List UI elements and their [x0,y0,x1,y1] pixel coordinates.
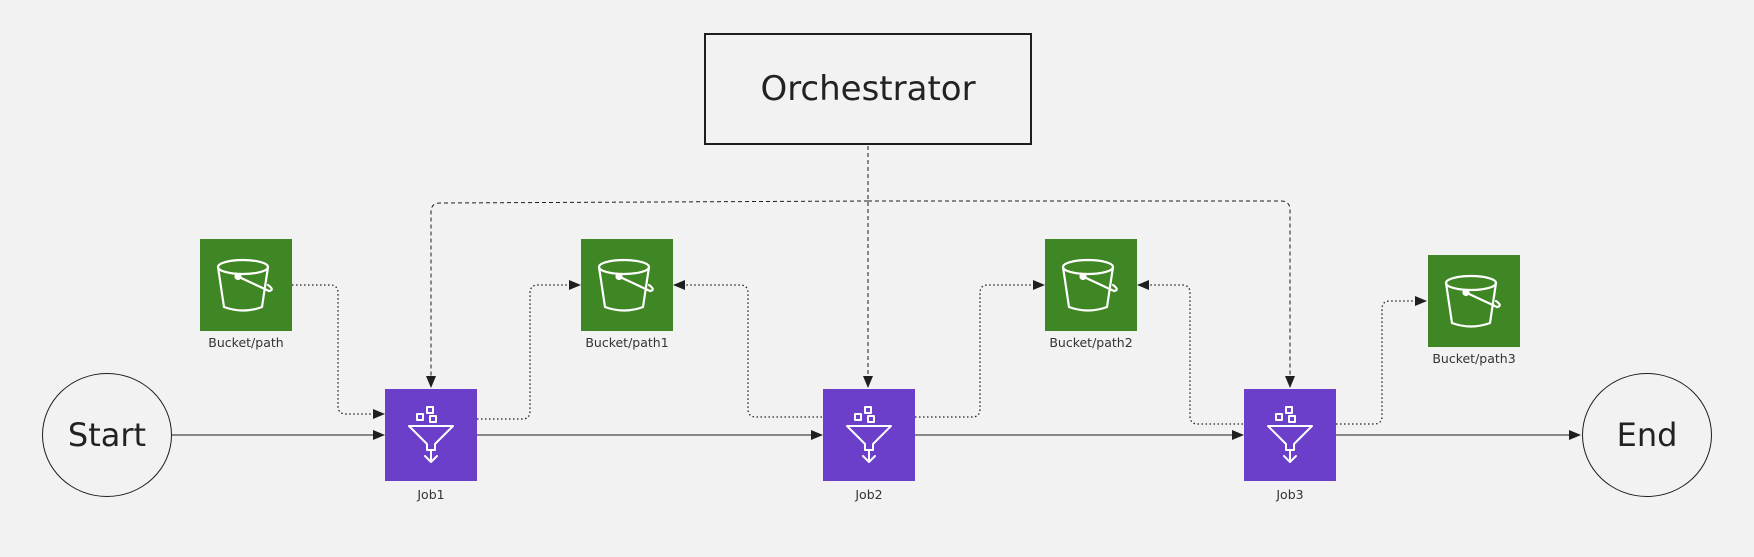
edge-bucket-to-job1 [292,284,385,419]
bucket-label: Bucket/path1 [585,335,669,350]
bucket-label: Bucket/path [208,335,284,350]
edge-job2-to-bucket2 [915,280,1045,418]
bucket-label: Bucket/path2 [1049,335,1133,350]
bucket-icon [597,258,654,312]
job-label: Job1 [417,487,445,502]
job-node[interactable] [385,389,477,481]
bucket-node[interactable] [581,239,673,331]
job-label: Job2 [855,487,883,502]
edge-job2-to-bucket1 [673,280,822,418]
funnel-icon [408,406,454,463]
edge-job3-to-bucket2 [1137,280,1243,425]
bucket-icon [1444,274,1501,328]
job-node[interactable] [823,389,915,481]
job-node[interactable] [1244,389,1336,481]
bucket-node[interactable] [1428,255,1520,347]
edge-orchestrator-to-job3 [868,200,1295,388]
bucket-icon [216,258,273,312]
start-node[interactable]: Start [42,373,172,497]
bucket-label: Bucket/path3 [1432,351,1516,366]
bucket-node[interactable] [200,239,292,331]
edge-orchestrator-to-job1 [426,200,869,388]
bucket-icon [1061,258,1118,312]
bucket-node[interactable] [1045,239,1137,331]
edge-job3-to-bucket3 [1336,296,1427,425]
job-label: Job3 [1276,487,1304,502]
funnel-icon [1267,406,1313,463]
edge-job1-to-bucket1 [477,280,581,420]
end-node[interactable]: End [1582,373,1712,497]
funnel-icon [846,406,892,463]
orchestrator-box[interactable]: Orchestrator [704,33,1032,145]
